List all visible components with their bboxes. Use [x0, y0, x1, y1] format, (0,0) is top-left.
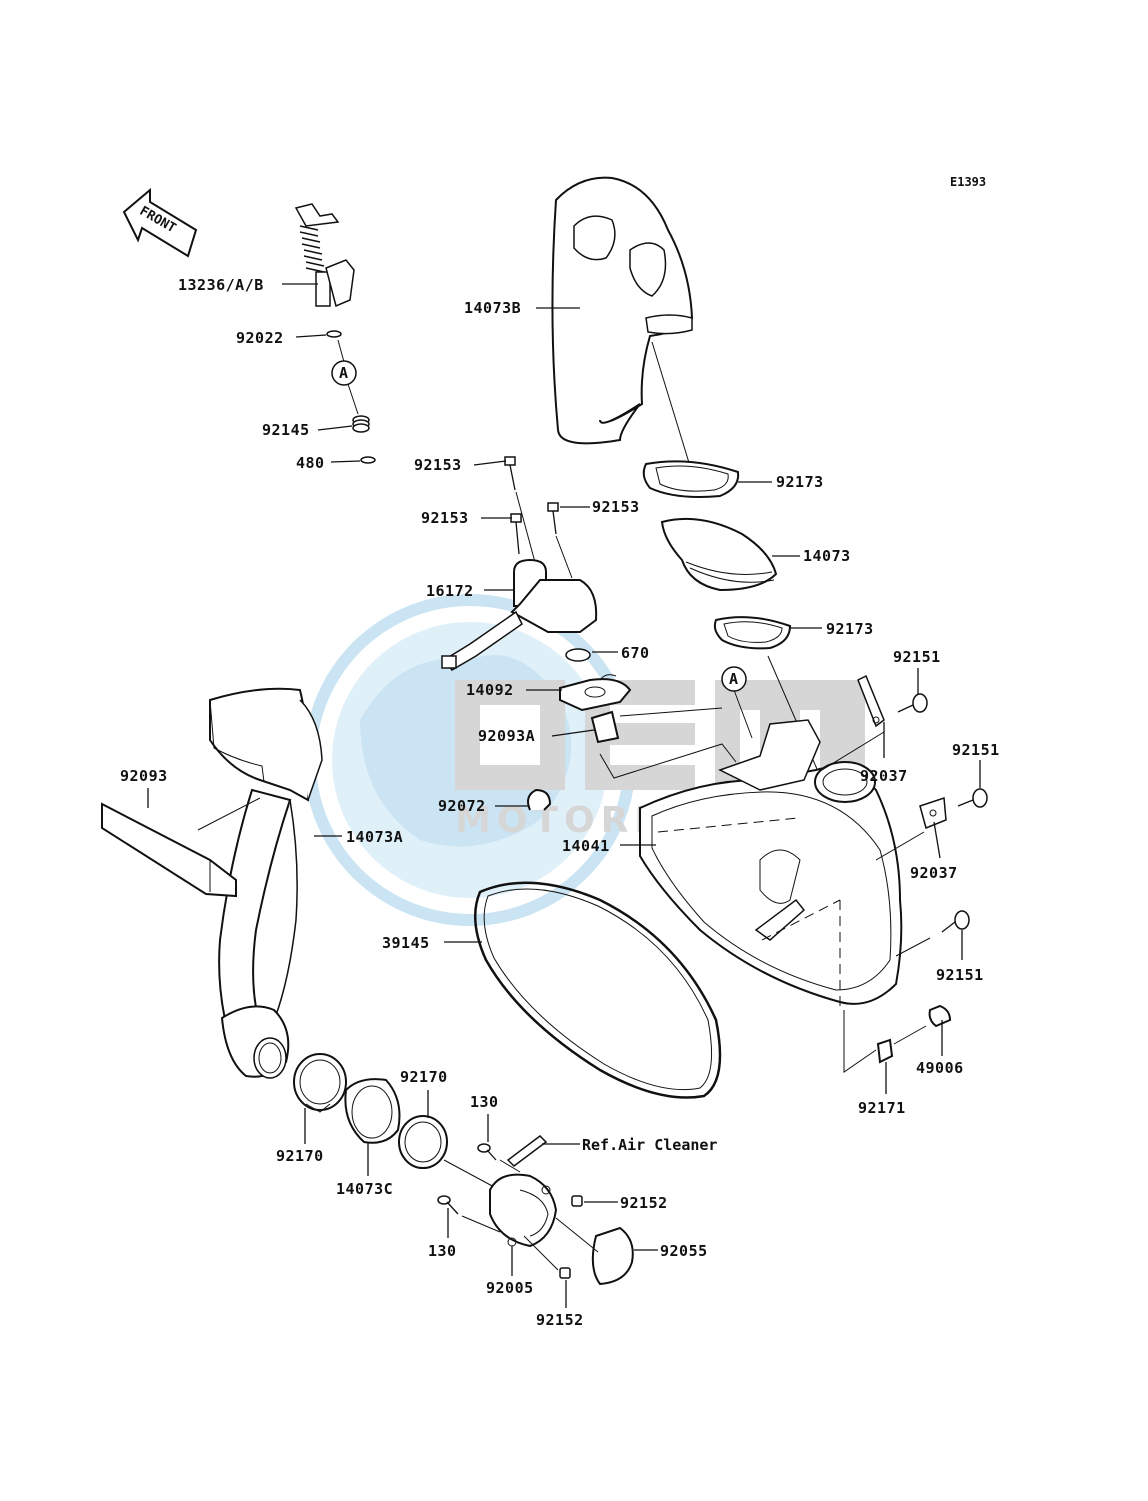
nut-92152-b [559, 1267, 571, 1279]
air-duct-14073A [209, 687, 323, 1079]
marker-a-circle-left [331, 360, 357, 386]
nut-92152-a [571, 1195, 583, 1207]
part-labels: 13236/A/B 92022 92145 480 14073B 92153 9… [120, 276, 1000, 1329]
cover-14041 [639, 719, 903, 1010]
label-92173-lower: 92173 [826, 620, 874, 638]
label-130-upper: 130 [470, 1093, 499, 1111]
label-16172: 16172 [426, 582, 474, 600]
clip-92072 [527, 788, 552, 811]
cap-49006 [928, 1004, 952, 1028]
label-13236: 13236/A/B [178, 276, 264, 294]
diagram-code: E1393 [950, 175, 986, 189]
label-92151-a: 92151 [893, 648, 941, 666]
label-670: 670 [621, 644, 650, 662]
label-92171: 92171 [858, 1099, 906, 1117]
gasket-92173-upper [642, 460, 740, 498]
label-92170-lower: 92170 [276, 1147, 324, 1165]
clamp-92170-left [293, 1053, 347, 1113]
sleeve-14073C [344, 1078, 401, 1144]
label-130-lower: 130 [428, 1242, 457, 1260]
label-14073C: 14073C [336, 1180, 393, 1198]
o-ring-670 [565, 648, 591, 662]
belt-39145 [474, 881, 722, 1099]
label-92093: 92093 [120, 767, 168, 785]
bolt-92153-b [547, 502, 559, 535]
label-92072: 92072 [438, 797, 486, 815]
label-92153-a: 92153 [414, 456, 462, 474]
actuator-16172 [441, 456, 598, 671]
label-92152-a: 92152 [620, 1194, 668, 1212]
bracket-92037-a [857, 674, 885, 728]
bolt-92151-c [941, 910, 970, 933]
filter-block-92093 [101, 797, 261, 898]
label-92151-c: 92151 [936, 966, 984, 984]
bolt-92151-a [897, 693, 928, 713]
air-cleaner-rod [506, 1135, 548, 1167]
label-92037-b: 92037 [910, 864, 958, 882]
label-92022: 92022 [236, 329, 284, 347]
screw-130-upper [477, 1143, 497, 1161]
label-92153-b: 92153 [592, 498, 640, 516]
bolt-92151-b [957, 788, 988, 808]
bracket-92037-b [919, 796, 947, 830]
label-14073: 14073 [803, 547, 851, 565]
label-14092: 14092 [466, 681, 514, 699]
label-ref-air-cleaner: Ref.Air Cleaner [582, 1136, 717, 1154]
label-92037-a: 92037 [860, 767, 908, 785]
air-duct-upper [551, 176, 694, 467]
label-92093A: 92093A [478, 727, 535, 745]
leader-lines [147, 283, 981, 1308]
label-92170-upper: 92170 [400, 1068, 448, 1086]
label-92145: 92145 [262, 421, 310, 439]
label-92173-upper: 92173 [776, 473, 824, 491]
marker-a-circle-right [721, 666, 747, 692]
label-49006: 49006 [916, 1059, 964, 1077]
bolt-92153-c [510, 513, 522, 555]
marker-a-right: A [729, 670, 739, 688]
screw-130-lower [437, 1195, 459, 1215]
label-14073A: 14073A [346, 828, 403, 846]
gasket-92093A [590, 710, 620, 744]
label-92151-b: 92151 [952, 741, 1000, 759]
bolt-92153-a [504, 456, 516, 491]
gasket-92173-lower [713, 616, 792, 650]
boot-14073 [660, 517, 778, 592]
label-14041: 14041 [562, 837, 610, 855]
gasket-92055 [591, 1226, 634, 1286]
flange-14092 [559, 674, 632, 712]
connector-housing-92005 [489, 1173, 558, 1248]
label-480: 480 [296, 454, 325, 472]
label-92055: 92055 [660, 1242, 708, 1260]
label-92153-c: 92153 [421, 509, 469, 527]
clamp-92170-right [398, 1115, 448, 1169]
label-92152-b: 92152 [536, 1311, 584, 1329]
marker-a-left: A [339, 364, 349, 382]
label-39145: 39145 [382, 934, 430, 952]
front-arrow-icon: FRONT [122, 187, 198, 258]
lever-assembly: A [294, 203, 376, 464]
label-14073B: 14073B [464, 299, 521, 317]
grommet-92171 [876, 1038, 894, 1064]
label-92005: 92005 [486, 1279, 534, 1297]
